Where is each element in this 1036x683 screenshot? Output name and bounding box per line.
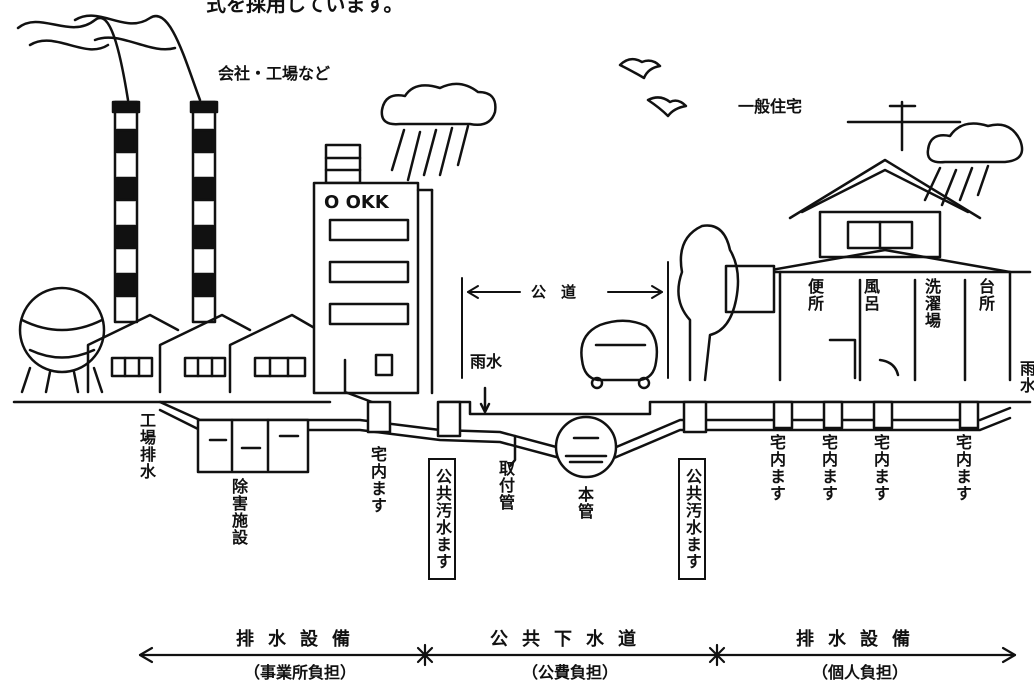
section-sub-business: （事業所負担） [243, 663, 356, 682]
label-factory: 会社・工場など [218, 64, 331, 83]
chimney-right [189, 100, 219, 324]
factory-sheds [86, 313, 320, 394]
label-factory-drain: 工場排水 [137, 412, 156, 480]
label-toilet: 便所 [805, 278, 824, 312]
label-inner-box-4: 宅内ます [953, 434, 972, 502]
label-lateral: 取付管 [496, 460, 515, 511]
section-arrows [138, 643, 1017, 667]
label-rain-right: 雨水 [1017, 360, 1034, 394]
section-title-business: 排水設備 [236, 629, 364, 650]
road-arrow [461, 261, 669, 379]
label-kitchen: 台所 [976, 278, 995, 312]
building-sign: O OKK [324, 192, 390, 213]
chimney-left [111, 100, 141, 324]
label-inner-box-left: 宅内ます [368, 446, 387, 514]
office-building [312, 143, 434, 404]
smoke [16, 14, 202, 102]
label-public-road: 公 道 [531, 283, 577, 301]
label-rain-left: 雨水 [470, 352, 503, 371]
label-public-box-right: 公共汚水ます [678, 458, 706, 580]
label-inner-box-3: 宅内ます [871, 434, 890, 502]
label-main-pipe: 本管 [575, 486, 594, 520]
birds [618, 57, 688, 118]
house [724, 100, 1032, 382]
sewer-pipes [158, 386, 1012, 479]
tree [677, 224, 740, 382]
label-inner-box-1: 宅内ます [767, 434, 786, 502]
label-house: 一般住宅 [738, 97, 803, 116]
gas-tank [18, 286, 106, 394]
treatment-facility [196, 418, 310, 474]
label-inner-box-2: 宅内ます [819, 434, 838, 502]
rain-clouds [380, 82, 1024, 207]
section-title-private: 排水設備 [796, 629, 924, 650]
section-title-public: 公共下水道 [490, 629, 650, 650]
car [580, 319, 659, 390]
label-public-box-left: 公共汚水ます [428, 458, 456, 580]
label-laundry: 洗濯場 [922, 278, 941, 329]
label-bath: 風呂 [861, 278, 880, 312]
section-sub-public: （公費負担） [521, 663, 618, 682]
label-treatment: 除害施設 [229, 478, 248, 546]
section-sub-private: （個人負担） [811, 663, 908, 682]
header-fragment: 式を採用しています。 [206, 0, 404, 16]
